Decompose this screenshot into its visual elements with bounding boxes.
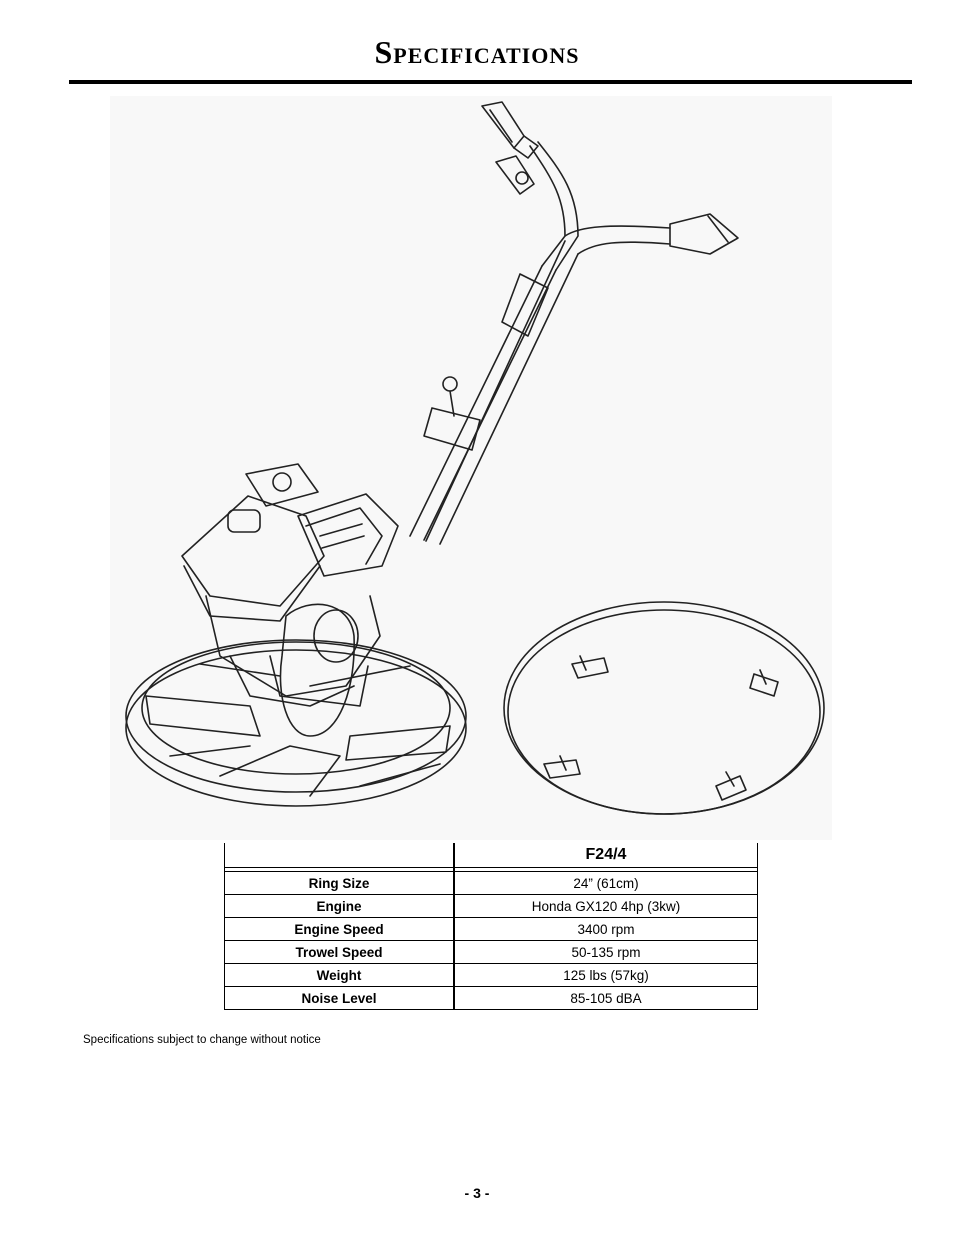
spec-value: Honda GX120 4hp (3kw): [454, 894, 758, 918]
spec-value: 24” (61cm): [454, 871, 758, 895]
table-row: Weight 125 lbs (57kg): [224, 963, 758, 987]
power-trowel-illustration: [110, 96, 832, 840]
table-row: Trowel Speed 50-135 rpm: [224, 940, 758, 964]
page-number: - 3 -: [464, 1185, 490, 1201]
spec-value: 50-135 rpm: [454, 940, 758, 964]
spacer-cell: [454, 867, 758, 872]
spec-label: Noise Level: [224, 986, 455, 1010]
specifications-table: F24/4 Ring Size 24” (61cm) Engine Honda …: [224, 843, 758, 1010]
spec-label: Trowel Speed: [224, 940, 455, 964]
spec-label: Ring Size: [224, 871, 455, 895]
title-rule: [69, 80, 912, 84]
table-row: Engine Honda GX120 4hp (3kw): [224, 894, 758, 918]
page-title: Specifications: [374, 34, 580, 70]
spec-value: 3400 rpm: [454, 917, 758, 941]
model-header: F24/4: [454, 843, 758, 868]
spec-label: Engine Speed: [224, 917, 455, 941]
spec-value: 85-105 dBA: [454, 986, 758, 1010]
table-row: Engine Speed 3400 rpm: [224, 917, 758, 941]
spec-value: 125 lbs (57kg): [454, 963, 758, 987]
header-spacer-row: [224, 867, 758, 872]
table-row: Noise Level 85-105 dBA: [224, 986, 758, 1010]
disclaimer-note: Specifications subject to change without…: [83, 1034, 321, 1046]
table-header-row: F24/4: [224, 843, 758, 868]
header-blank-cell: [224, 843, 455, 868]
spec-label: Engine: [224, 894, 455, 918]
table-row: Ring Size 24” (61cm): [224, 871, 758, 895]
spacer-cell: [224, 867, 455, 872]
spec-label: Weight: [224, 963, 455, 987]
